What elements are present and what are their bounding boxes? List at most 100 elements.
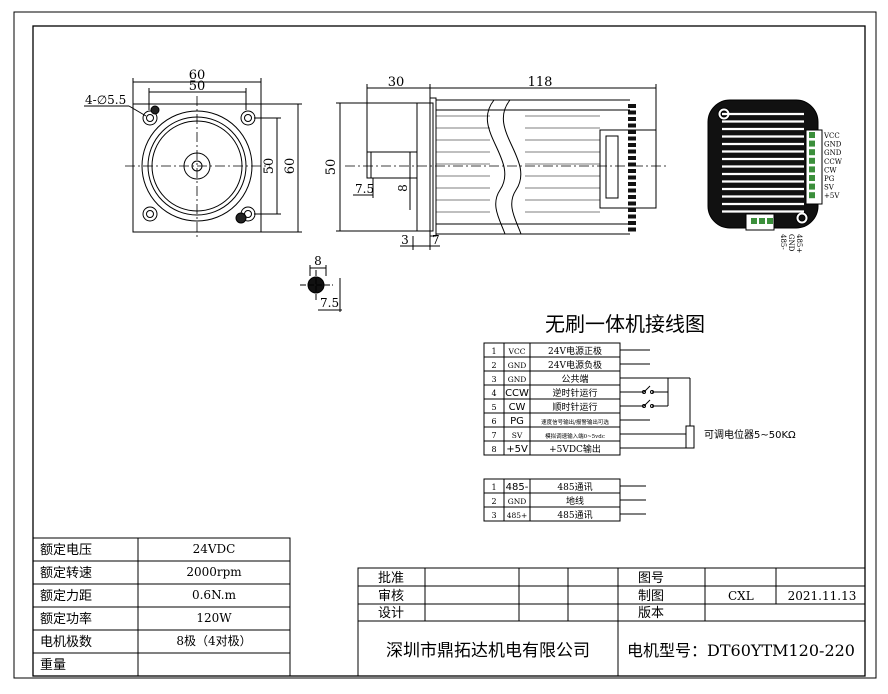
pin-terminal	[759, 218, 765, 224]
table-row-signal: 485-	[506, 482, 529, 493]
comm-lines	[620, 485, 646, 515]
table-row-signal: +5V	[506, 444, 528, 455]
tb-design: 设计	[378, 606, 404, 621]
pin-terminal	[809, 166, 815, 173]
spec-label: 额定力距	[40, 589, 92, 604]
gear-tooth	[628, 182, 636, 186]
spec-label: 额定转速	[40, 566, 92, 581]
gear-tooth	[628, 208, 636, 212]
driver-pin-label: GND	[824, 149, 842, 157]
tb-approve: 批准	[378, 571, 404, 586]
outer-border	[13, 11, 877, 679]
spec-value: 2000rpm	[186, 565, 242, 579]
table-row-num: 2	[491, 361, 496, 370]
gear-tooth	[628, 214, 636, 219]
pin-terminal	[767, 218, 773, 224]
table-row-num: 3	[491, 511, 496, 520]
dim-front-50: 50	[189, 79, 206, 94]
spec-label: 额定功率	[40, 611, 92, 627]
table-row-desc: 24V电源正极	[548, 345, 602, 357]
table-row-desc: 485通讯	[557, 482, 592, 493]
side-fins	[436, 115, 600, 213]
table-row-desc: 模拟调速输入端0~5vdc	[545, 432, 605, 440]
shaft-section	[300, 265, 342, 312]
dim-front-60: 60	[189, 68, 206, 83]
table-row-num: 6	[491, 417, 496, 426]
wiring-title: 无刷一体机接线图	[545, 312, 705, 336]
dim-side-3: 3	[401, 233, 409, 247]
spec-label: 电机极数	[40, 635, 92, 650]
table-row-num: 8	[491, 445, 496, 454]
gear-tooth	[628, 195, 636, 199]
table-row-desc: 速度信号输出/报警输出可选	[541, 418, 609, 426]
table-row-desc: +5VDC输出	[549, 443, 601, 455]
dim-holes: 4-∅5.5	[85, 93, 126, 107]
table-row-signal: SV	[512, 431, 523, 440]
gear-tooth	[628, 110, 636, 115]
gear-tooth	[628, 227, 636, 232]
gear-tooth	[628, 221, 636, 225]
tb-drafter: CXL	[728, 589, 754, 603]
table-row-desc: 顺时针运行	[552, 401, 597, 413]
gear-tooth	[628, 136, 636, 141]
pin-terminal	[809, 192, 815, 199]
gear-tooth	[628, 130, 636, 134]
dim-side-118: 118	[528, 75, 553, 90]
spec-value: 8极（4对极）	[176, 634, 251, 648]
table-row-num: 5	[491, 403, 496, 412]
driver-pin-label: CW	[824, 166, 837, 174]
table-row-signal: GND	[508, 497, 527, 506]
table-row-signal: PG	[510, 416, 524, 427]
table-row-desc: 485通讯	[557, 510, 592, 521]
table-row-num: 7	[491, 431, 496, 440]
spec-value: 0.6N.m	[192, 588, 237, 602]
dim-front-v50: 50	[262, 158, 277, 175]
driver-bottom-pin-label: GND	[787, 234, 795, 252]
title-block	[357, 567, 866, 677]
dim-side-50: 50	[324, 159, 339, 176]
table-row-desc: 逆时针运行	[552, 387, 597, 399]
driver-bottom-pin-label: 485-	[779, 234, 787, 250]
gear-tooth	[628, 188, 636, 193]
pin-terminal	[809, 140, 815, 147]
pin-terminal	[809, 149, 815, 156]
driver-pin-label: CCW	[824, 158, 843, 166]
tb-drawing-no-label: 图号	[638, 571, 664, 586]
driver-pin-label: +5V	[824, 192, 840, 200]
dim-shaft-7-5: 7.5	[320, 296, 339, 310]
pin-terminal	[809, 175, 815, 181]
pin-terminal	[809, 183, 815, 190]
spec-value: 120W	[196, 611, 232, 625]
gear-tooth	[628, 156, 636, 160]
table-row-num: 3	[491, 375, 496, 384]
wiring-lines	[620, 349, 695, 449]
driver-pin-label: VCC	[823, 132, 840, 140]
table-row-signal: VCC	[508, 347, 526, 356]
tb-drafter-label: 制图	[638, 589, 664, 604]
table-row-desc: 公共端	[561, 373, 588, 385]
gear-tooth	[628, 143, 636, 147]
table-row-desc: 24V电源负极	[548, 359, 602, 371]
tb-version-label: 版本	[638, 606, 664, 621]
driver-bottom-pin-label: 485+	[795, 234, 803, 253]
table-row-signal: CW	[509, 402, 526, 413]
tb-company: 深圳市鼎拓达机电有限公司	[386, 641, 590, 661]
dim-shaft-8: 8	[314, 254, 322, 268]
gear-tooth	[628, 123, 636, 128]
table-row-num: 1	[491, 347, 496, 356]
dim-front-v60: 60	[283, 158, 298, 175]
dim-side-8: 8	[396, 184, 410, 192]
spec-label: 重量	[40, 657, 66, 673]
spec-label: 额定电压	[40, 543, 92, 558]
table-row-num: 4	[491, 389, 496, 398]
pin-terminal	[751, 218, 757, 224]
gear-tooth	[628, 175, 636, 180]
gear-tooth	[628, 117, 636, 121]
table-row-num: 1	[491, 483, 496, 492]
pin-terminal	[809, 157, 815, 164]
